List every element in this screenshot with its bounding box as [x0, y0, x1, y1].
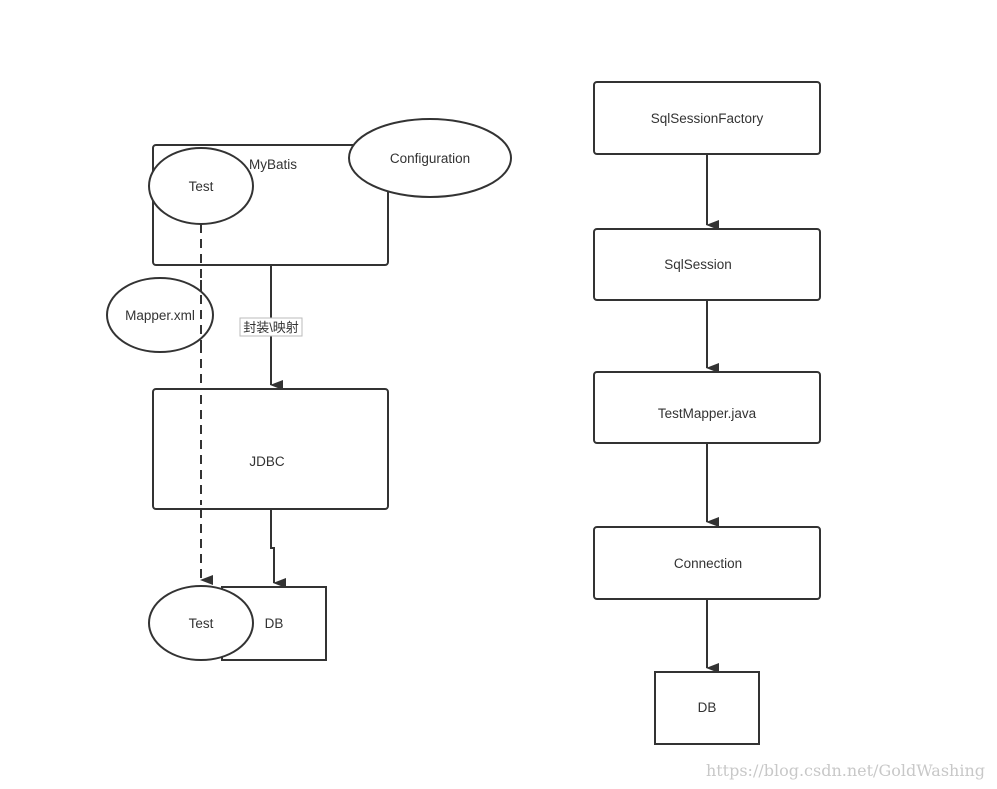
mapper-xml-ellipse: [106, 277, 214, 353]
flow-step-sqlsessionfactory-label: SqlSessionFactory: [651, 111, 764, 126]
edge-label: 封装\映射: [243, 320, 299, 335]
jdbc-box: [152, 388, 389, 510]
jdbc-to-db-arrow: [270, 509, 286, 588]
watermark-text: https://blog.csdn.net/GoldWashing: [706, 761, 985, 780]
test-bottom-label: Test: [189, 616, 214, 631]
flow-step-testmapper-label: TestMapper.java: [658, 406, 757, 421]
mapper-xml-label: Mapper.xml: [125, 308, 195, 323]
flow-step-db-box: [654, 671, 760, 745]
flow-step-sqlsession-label: SqlSession: [664, 257, 732, 272]
test-bottom-ellipse: [148, 585, 254, 661]
left-diagram: MyBatis Configuration Test Mapper.xml 封装…: [106, 118, 512, 661]
db-label-left: DB: [265, 616, 284, 631]
configuration-ellipse: [348, 118, 512, 198]
edge-label-bg: [239, 317, 303, 337]
flow-step-connection-label: Connection: [674, 556, 742, 571]
mybatis-label: MyBatis: [249, 157, 297, 172]
flow-step-db-label: DB: [698, 700, 717, 715]
test-top-label: Test: [189, 179, 214, 194]
jdbc-label: JDBC: [249, 454, 285, 469]
right-flow: SqlSessionFactory SqlSession TestMapper.…: [593, 81, 821, 745]
configuration-label: Configuration: [390, 151, 470, 166]
test-top-ellipse: [148, 147, 254, 225]
